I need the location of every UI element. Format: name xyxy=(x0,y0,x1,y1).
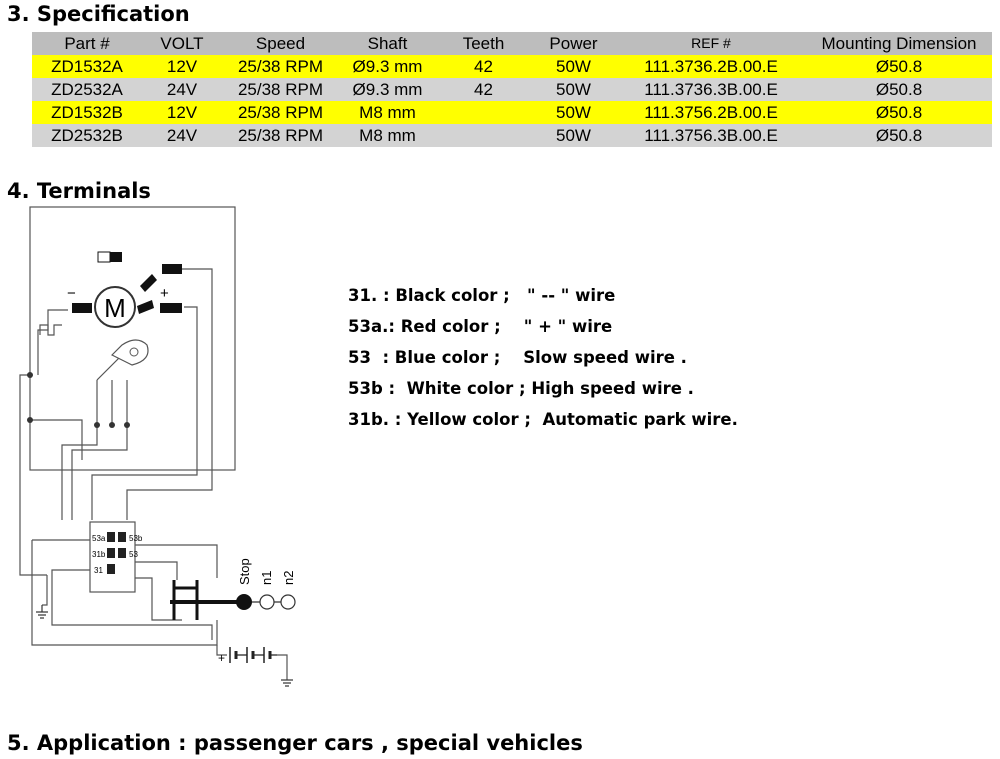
table-cell: ZD1532B xyxy=(51,103,123,122)
motor-brushes xyxy=(72,251,182,314)
table-cell: ZD2532A xyxy=(51,80,123,99)
battery-icon xyxy=(229,647,277,663)
table-cell: 42 xyxy=(474,80,493,99)
switch-label-stop: Stop xyxy=(237,558,252,585)
table-row: ZD2532A 24V 25/38 RPM Ø9.3 mm 42 50W 111… xyxy=(32,78,992,101)
table-row: ZD1532B 12V 25/38 RPM M8 mm 50W 111.3756… xyxy=(32,101,992,124)
table-cell: Ø50.8 xyxy=(875,80,923,99)
terminal-label-53b: 53b xyxy=(129,534,143,543)
terminal-label-31: 31 xyxy=(94,566,103,575)
table-cell: M8 mm xyxy=(359,103,416,122)
table-cell: 111.3756.2B.00.E xyxy=(644,103,778,122)
table-cell: Ø50.8 xyxy=(875,57,923,76)
specification-heading: 3. Specification xyxy=(7,2,190,26)
header-teeth: Teeth xyxy=(462,34,505,53)
speed-switch xyxy=(170,580,296,620)
header-part: Part # xyxy=(64,34,110,53)
motor-plus-label: + xyxy=(160,285,169,302)
table-cell: 50W xyxy=(556,103,591,122)
table-cell: 12V xyxy=(166,57,198,76)
table-cell: 111.3756.3B.00.E xyxy=(644,126,778,145)
table-row: ZD2532B 24V 25/38 RPM M8 mm 50W 111.3756… xyxy=(32,124,992,147)
legend-item-31b: 31b. : Yellow color ; Automatic park wir… xyxy=(348,410,738,429)
header-ref: REF # xyxy=(691,35,731,51)
specification-table: Part # VOLT Speed Shaft Teeth Power REF … xyxy=(32,32,992,147)
terminal-label-53a: 53a xyxy=(92,534,106,543)
header-volt: VOLT xyxy=(160,34,204,53)
table-cell: Ø50.8 xyxy=(875,103,923,122)
table-cell: 50W xyxy=(556,126,591,145)
table-cell: 50W xyxy=(556,57,591,76)
table-cell: Ø50.8 xyxy=(875,126,923,145)
table-cell: 25/38 RPM xyxy=(237,80,324,99)
switch-label-n1: n1 xyxy=(259,571,274,585)
table-cell: 25/38 RPM xyxy=(237,126,324,145)
pulse-symbol xyxy=(39,324,62,336)
table-cell: 42 xyxy=(474,57,493,76)
table-cell: 24V xyxy=(166,126,198,145)
battery-plus-label: + xyxy=(218,651,225,665)
motor-housing-outline xyxy=(29,206,236,471)
header-mounting: Mounting Dimension xyxy=(821,34,977,53)
legend-item-53b: 53b : White color ; High speed wire . xyxy=(348,379,694,398)
table-cell: ZD1532A xyxy=(51,57,123,76)
table-header-row: Part # VOLT Speed Shaft Teeth Power REF … xyxy=(32,32,992,55)
table-cell: M8 mm xyxy=(359,126,416,145)
terminals-legend: 31. : Black color ; " -- " wire 53a.: Re… xyxy=(348,280,738,435)
table-cell xyxy=(436,124,531,147)
terminals-heading: 4. Terminals xyxy=(7,179,151,203)
svg-text:M: M xyxy=(104,293,126,323)
table-cell: Ø9.3 mm xyxy=(352,57,423,76)
table-cell: 25/38 RPM xyxy=(237,103,324,122)
connector-block xyxy=(89,521,136,593)
legend-item-31: 31. : Black color ; " -- " wire xyxy=(348,286,616,305)
table-cell xyxy=(436,101,531,124)
application-heading: 5. Application : passenger cars , specia… xyxy=(7,731,583,755)
terminal-label-53: 53 xyxy=(129,550,138,559)
table-row: ZD1532A 12V 25/38 RPM Ø9.3 mm 42 50W 111… xyxy=(32,55,992,78)
terminal-label-31b: 31b xyxy=(92,550,106,559)
table-cell: 25/38 RPM xyxy=(237,57,324,76)
table-cell: 24V xyxy=(166,80,198,99)
legend-item-53: 53 : Blue color ; Slow speed wire . xyxy=(348,348,687,367)
wiring-diagram: M − + 53a 53b 31b 53 31 xyxy=(19,206,296,687)
table-cell: ZD2532B xyxy=(51,126,123,145)
header-power: Power xyxy=(549,34,598,53)
header-speed: Speed xyxy=(255,34,306,53)
table-cell: 12V xyxy=(166,103,198,122)
header-shaft: Shaft xyxy=(367,34,408,53)
legend-item-53a: 53a.: Red color ; " + " wire xyxy=(348,317,613,336)
motor-minus-label: − xyxy=(67,285,76,302)
table-cell: 50W xyxy=(556,80,591,99)
table-cell: 111.3736.3B.00.E xyxy=(644,80,778,99)
motor-symbol: M xyxy=(94,286,136,328)
ground-icon xyxy=(36,605,293,687)
switch-label-n2: n2 xyxy=(281,571,296,585)
table-cell: 111.3736.2B.00.E xyxy=(644,57,778,76)
park-cam xyxy=(110,339,149,366)
table-cell: Ø9.3 mm xyxy=(352,80,423,99)
